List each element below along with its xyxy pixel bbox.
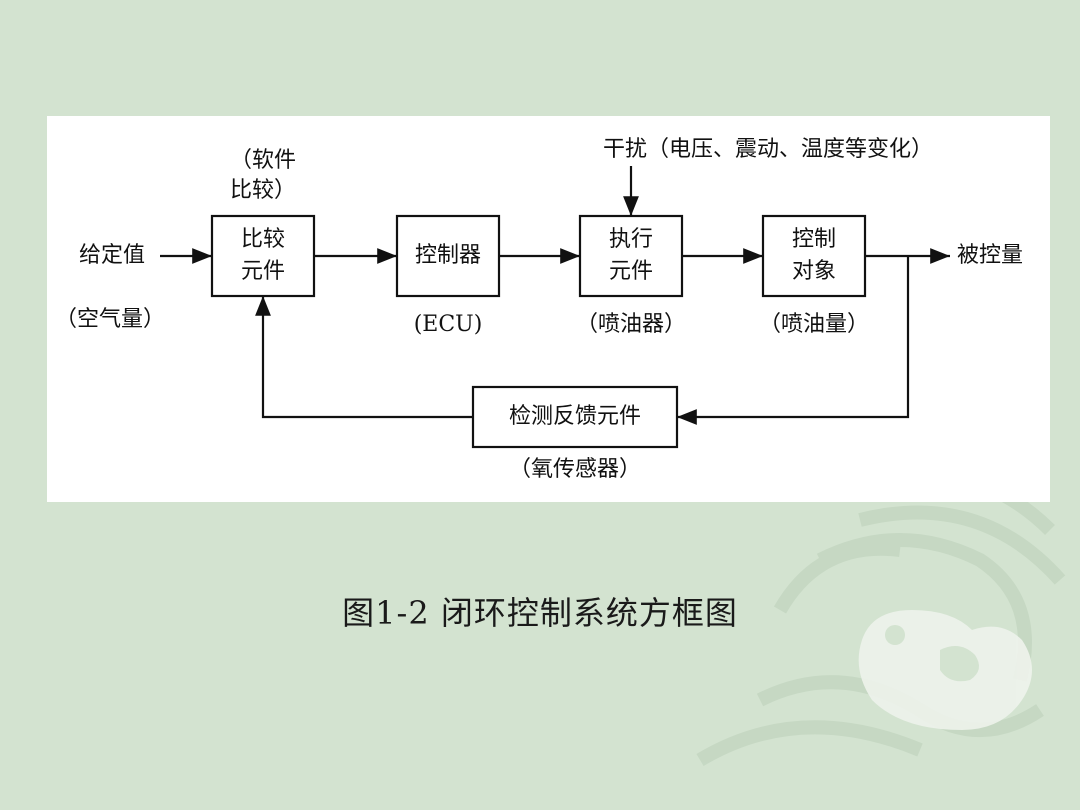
actuator-sublabel: （喷油器） [575, 312, 686, 337]
output-label: 被控量 [957, 243, 1024, 268]
soft-compare-line-2: 比较） [229, 178, 296, 203]
feedback-line-1: 检测反馈元件 [508, 404, 641, 429]
comparator-line-2: 元件 [240, 259, 285, 284]
controller-block: 控制器 [397, 216, 499, 296]
soft-compare-label: （软件 比较） [207, 144, 319, 208]
plant-block: 控制 对象 [763, 216, 865, 296]
feedback-path-out [255, 296, 473, 419]
disturbance-label: 干扰（电压、震动、温度等变化） [603, 137, 934, 162]
comparator-line-1: 比较 [240, 227, 285, 252]
actuator-line-2: 元件 [608, 259, 653, 284]
figure-caption: 图1-2 闭环控制系统方框图 [342, 594, 738, 632]
plant-line-2: 对象 [791, 259, 836, 284]
feedback-sublabel: （氧传感器） [508, 457, 641, 482]
comparator-block: 比较 元件 [212, 216, 314, 296]
input-label: 给定值 [79, 243, 146, 268]
soft-compare-line-1: （软件 [229, 148, 296, 173]
controller-sublabel: (ECU) [413, 312, 483, 337]
controller-line-1: 控制器 [414, 243, 481, 268]
plant-sublabel: （喷油量） [758, 312, 869, 337]
block-diagram-lines [160, 166, 950, 449]
actuator-line-1: 执行 [608, 227, 653, 252]
dragon-emblem-icon [858, 610, 1032, 730]
plant-line-1: 控制 [791, 227, 836, 252]
feedback-block: 检测反馈元件 [473, 387, 677, 447]
diagram-panel: （软件 比较） 干扰（电压、震动、温度等变化） 给定值 （空气量） 被控量 比较… [47, 116, 1050, 502]
actuator-block: 执行 元件 [580, 216, 682, 296]
input-sublabel: （空气量） [55, 307, 166, 332]
feedback-path-in [677, 256, 910, 425]
